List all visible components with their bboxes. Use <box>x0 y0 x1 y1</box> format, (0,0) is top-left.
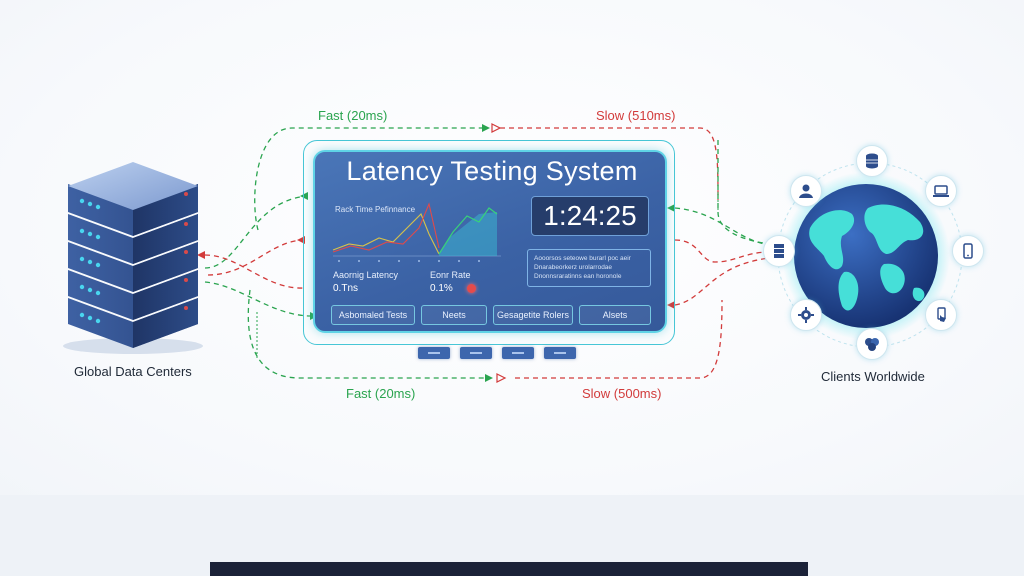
avg-latency-label: Aaornig Latency <box>333 270 399 280</box>
info-line: Dnarabeorkerz urolarrodae <box>534 264 613 271</box>
page-button-3[interactable] <box>502 347 534 359</box>
automated-tests-button[interactable]: Asbomaled Tests <box>331 305 415 325</box>
right-slow-1 <box>674 239 771 263</box>
gear-icon[interactable] <box>790 299 822 331</box>
top-slow-path-2 <box>717 140 771 245</box>
geographic-routers-button[interactable]: Gesagetite Rolers <box>493 305 573 325</box>
globe-icon <box>782 172 950 340</box>
left-fast-1 <box>204 195 309 269</box>
top-slow-path <box>500 127 719 201</box>
user-icon[interactable] <box>790 175 822 207</box>
right-slow-2 <box>674 257 771 306</box>
phone-icon[interactable] <box>952 235 984 267</box>
left-caption: Global Data Centers <box>74 364 192 379</box>
left-slow-1 <box>204 254 306 289</box>
info-line: Dnonnsraratinns ean horonole <box>534 273 622 280</box>
top-fast-label: Fast (20ms) <box>318 108 388 123</box>
dashboard-panel: Latency Testing System Rack Time Pefinna… <box>313 150 667 333</box>
bottom-fast-label: Fast (20ms) <box>346 386 416 401</box>
nets-button[interactable]: Neets <box>421 305 487 325</box>
server-icon[interactable] <box>763 235 795 267</box>
left-fast-2 <box>204 281 311 317</box>
hand-tap-icon[interactable] <box>925 299 957 331</box>
bottom-slow-label: Slow (500ms) <box>582 386 662 401</box>
group-icon[interactable] <box>856 328 888 360</box>
top-slow-label: Slow (510ms) <box>596 108 676 123</box>
clock-display: 1:24:25 <box>531 196 649 236</box>
dashboard-frame <box>303 140 675 345</box>
avg-latency-value: 0.Tns <box>333 283 359 294</box>
footer-strip <box>210 562 808 576</box>
page-button-4[interactable] <box>544 347 576 359</box>
top-fast-path <box>254 127 482 231</box>
error-indicator-icon <box>467 284 476 293</box>
page-button-2[interactable] <box>460 347 492 359</box>
alerts-button[interactable]: Alsets <box>579 305 651 325</box>
bottom-fast-path <box>247 289 485 379</box>
dashboard-title: Latency Testing System <box>346 156 638 186</box>
right-caption: Clients Worldwide <box>821 369 925 384</box>
performance-chart <box>332 202 501 262</box>
error-rate-value: 0.1% <box>430 283 453 294</box>
error-rate-label: Eonr Rate <box>430 270 471 280</box>
connection-wires <box>197 123 778 383</box>
server-stack-icon <box>63 162 203 354</box>
laptop-icon[interactable] <box>925 175 957 207</box>
left-slow-2 <box>207 239 306 276</box>
info-line: Aooorsos seteowe burarl poc aeir <box>534 255 631 262</box>
right-fast-1 <box>674 207 771 246</box>
info-box: Aooorsos seteowe burarl poc aeir Dnarabe… <box>527 249 651 287</box>
page-button-1[interactable] <box>418 347 450 359</box>
chart-title: Rack Time Pefinnance <box>335 205 416 214</box>
database-icon[interactable] <box>856 145 888 177</box>
